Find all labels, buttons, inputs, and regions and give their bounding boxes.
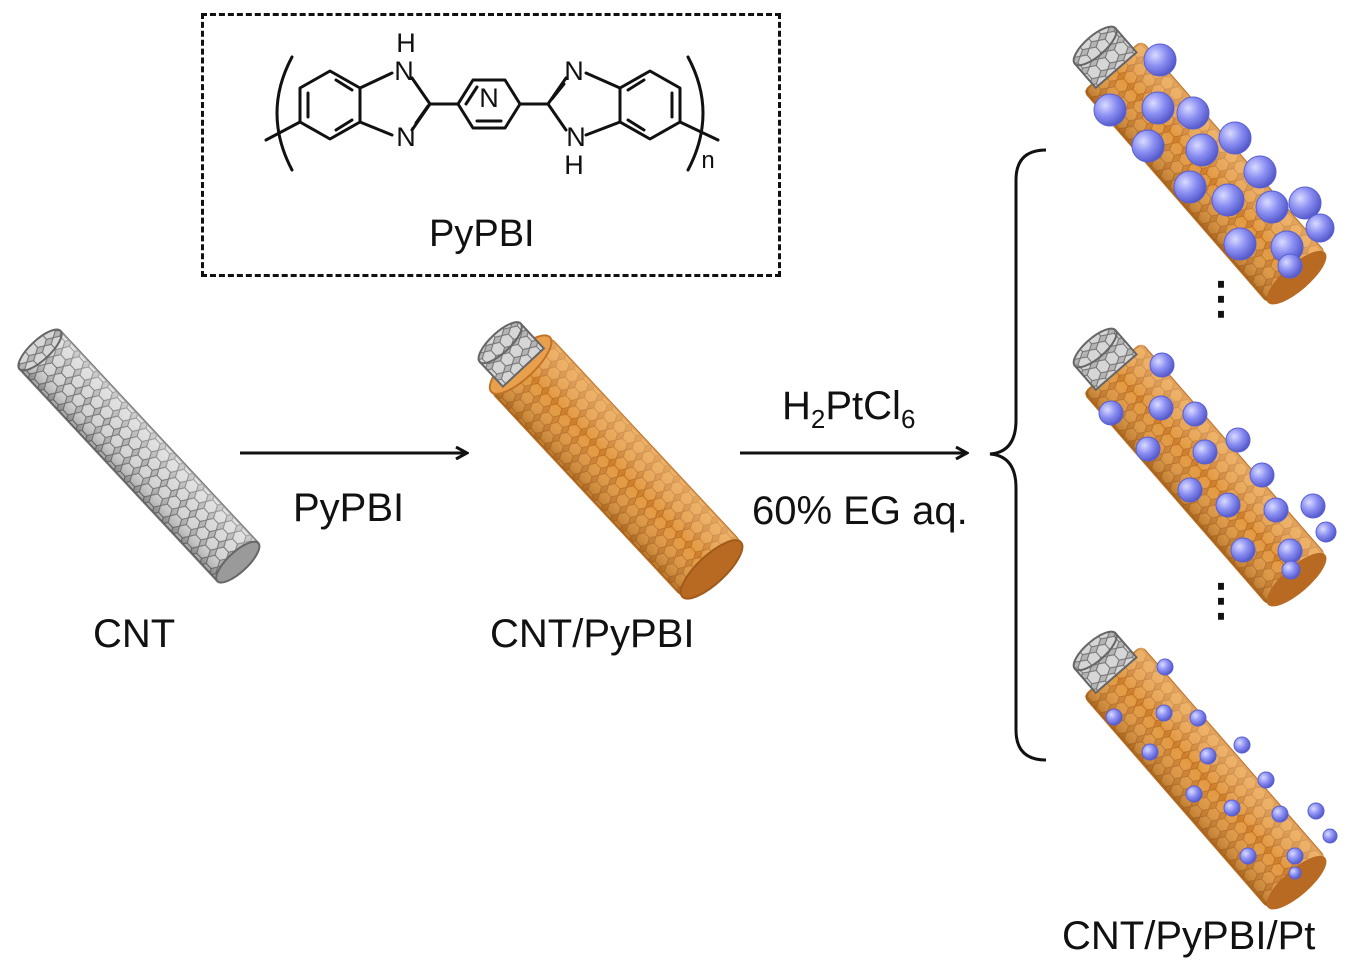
structure-label: PyPBI (429, 213, 535, 255)
arrow-1-reagent: PyPBI (293, 486, 405, 530)
product-tube-sparse (1072, 630, 1327, 910)
structure-box (201, 13, 781, 277)
product-tube-medium (1072, 327, 1327, 607)
label-cnt: CNT (93, 612, 176, 656)
label-cnt-pypbi: CNT/PyPBI (490, 612, 695, 656)
cnt-tube (17, 328, 261, 584)
curly-brace (989, 148, 1047, 762)
ellipsis-upper: ⋮ (1199, 274, 1243, 323)
pt-particles-medium (1098, 352, 1337, 580)
cnt-pypbi-tube (477, 321, 744, 600)
pt-particles-large (1093, 43, 1335, 279)
ellipsis-lower: ⋮ (1199, 576, 1243, 625)
product-tube-dense (1072, 25, 1327, 305)
arrow-2-condition: 60% EG aq. (752, 489, 968, 533)
arrow-2-reagent: H2PtCl6 (782, 384, 916, 434)
label-product: CNT/PyPBI/Pt (1062, 914, 1316, 958)
pt-particles-small (1105, 658, 1338, 880)
